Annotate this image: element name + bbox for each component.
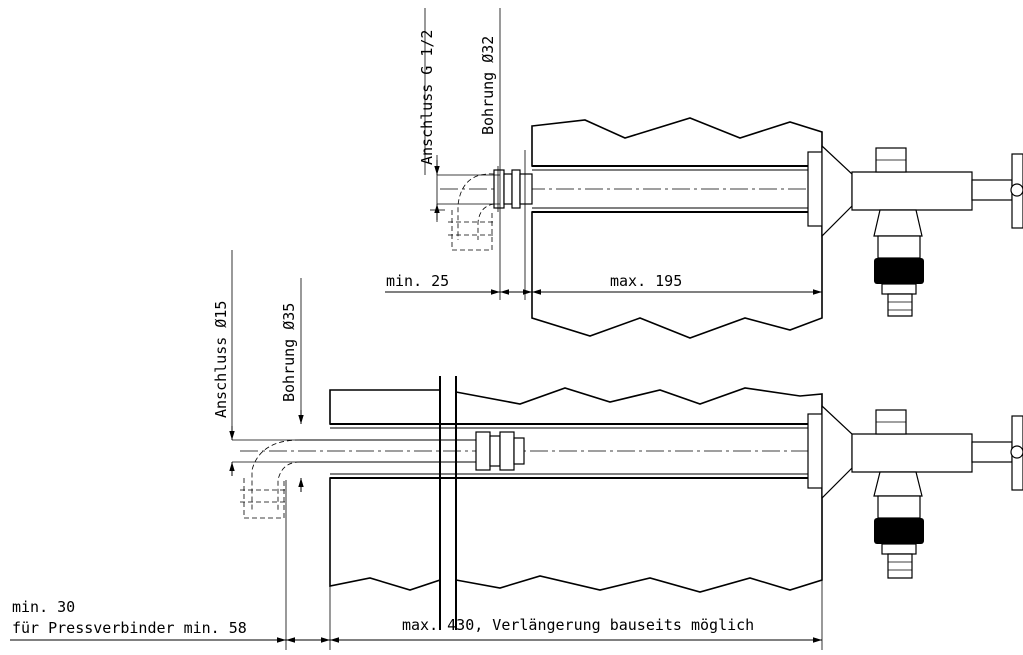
bottom-min-label-2: für Pressverbinder min. 58	[12, 619, 247, 637]
bottom-min-label-1: min. 30	[12, 598, 75, 616]
top-dimensions	[385, 8, 823, 300]
top-min-label: min. 25	[386, 272, 449, 290]
top-assembly	[440, 117, 1023, 339]
top-bore-label: Bohrung Ø32	[479, 36, 497, 135]
bottom-dimensions	[10, 250, 823, 650]
bottom-hose-coupling	[874, 518, 924, 544]
top-max-label: max. 195	[610, 272, 682, 290]
bottom-assembly	[240, 376, 1023, 630]
bottom-connection-label: Anschluss Ø15	[212, 301, 230, 418]
bottom-bore-label: Bohrung Ø35	[280, 303, 298, 402]
top-connection-label: Anschluss G 1/2	[418, 30, 436, 165]
top-wall-upper	[531, 117, 823, 167]
top-hose-coupling	[874, 258, 924, 284]
bottom-max-label: max. 430, Verlängerung bauseits möglich	[402, 616, 754, 634]
